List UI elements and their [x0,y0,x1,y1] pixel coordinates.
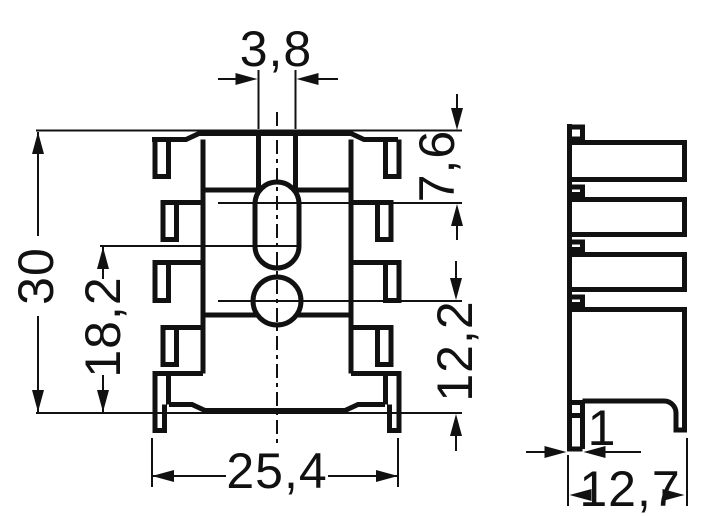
arrowhead-left [152,470,174,482]
arrowhead-right [235,73,258,85]
top-fold-tab [569,124,585,142]
arrowhead-right [544,446,567,458]
bottom-foot [567,415,585,452]
body-bottom-edge [169,402,385,413]
arrowhead-down [32,390,44,412]
bottom-section [569,307,687,433]
fold-square-3 [569,294,585,307]
dim-overall-height-label: 30 [8,247,64,305]
channel-walls [256,133,298,192]
fin-2 [569,197,687,237]
arrowhead-up [32,132,44,154]
arrowhead-left [569,489,592,501]
oblong-slot-hole [252,179,302,271]
dim-overall-width-label: 25,4 [226,443,327,499]
arrowhead-down [450,278,462,300]
fin-1 [569,140,687,182]
fold-square-1 [569,184,585,197]
dim-fin-thickness-label: 1 [588,400,617,456]
arrowhead-down [451,108,463,130]
left-fin-column [152,139,258,433]
fin-3 [569,252,687,292]
arrowhead-up [451,204,463,226]
dim-slot-from-bottom-label: 18,2 [75,276,131,377]
arrowhead-up [97,247,109,269]
arrowhead-up [450,414,462,436]
arrowhead-right [662,489,685,501]
dim-overall-depth-label: 12,7 [579,461,680,517]
arrowhead-right [376,470,398,482]
fold-square-2 [569,239,585,252]
body-top-edge [152,131,398,142]
side-view [567,124,687,452]
dim-hole-from-bottom-label: 12,2 [427,300,483,401]
arrowhead-left [296,73,319,85]
arrowhead-left [583,446,606,458]
dimension-lines [32,73,685,501]
round-hole [250,274,304,328]
arrowhead-down [97,390,109,412]
front-view [152,131,402,433]
dim-slot-from-top-label: 7,6 [409,130,465,203]
dim-slot-width-label: 3,8 [240,21,313,77]
right-fin-column [296,139,402,433]
dimension-labels: 3,8 7,6 30 18,2 12,2 25,4 1 12,7 [8,21,680,517]
bottom-fold-square [569,400,585,418]
